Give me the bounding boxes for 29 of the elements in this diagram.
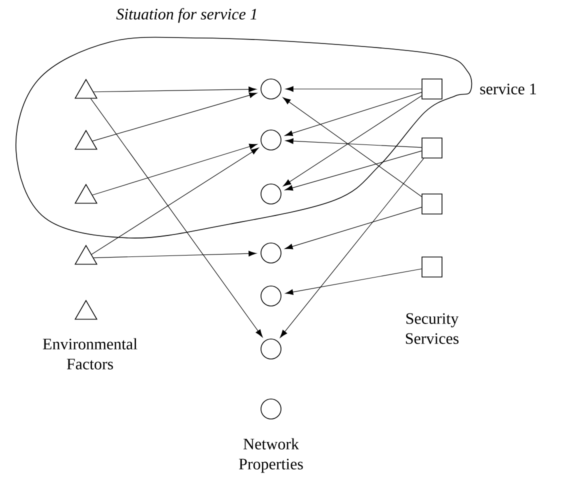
circle-symbol (260, 398, 282, 420)
arrow (284, 150, 422, 191)
square-symbol (422, 194, 442, 214)
square-symbol (422, 78, 442, 100)
arrow (91, 148, 259, 255)
arrow (284, 92, 422, 136)
arrow (284, 206, 422, 250)
arrow (285, 86, 422, 92)
group-label: Security Services (406, 313, 459, 344)
circle-symbol (260, 78, 282, 100)
service-label: service 1 (480, 84, 536, 94)
square-symbol (422, 256, 442, 278)
square-symbol (422, 138, 442, 158)
circle-symbol (260, 130, 282, 150)
group-label: Network Properties (239, 438, 303, 473)
situation-heading: Situation for service 1 (116, 8, 256, 23)
circle-symbol (260, 242, 282, 264)
arrow (92, 144, 258, 196)
arrow (92, 92, 258, 142)
arrow (280, 158, 424, 338)
circle-symbol (260, 286, 282, 306)
arrow (93, 86, 257, 92)
circle-symbol (260, 184, 282, 204)
arrow (285, 268, 422, 295)
group-label: Environmental Factors (42, 338, 138, 370)
arrow (93, 250, 257, 258)
circle-symbol (260, 338, 282, 360)
arrow (285, 138, 422, 148)
arrow (90, 98, 263, 338)
